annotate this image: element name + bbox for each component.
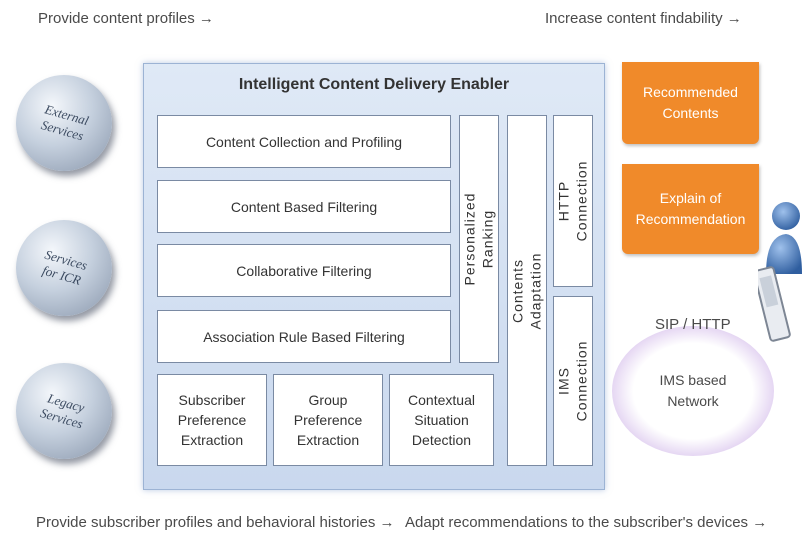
intelligent-content-delivery-enabler: Intelligent Content Delivery Enabler Con… [143,63,605,490]
http-connection-label: HTTP Connection [555,160,590,242]
subscriber-preference-label: Subscriber Preference Extraction [177,391,247,449]
services-for-icr-label: Services for ICR [40,246,90,288]
enabler-title: Intelligent Content Delivery Enabler [238,76,510,93]
caption-provide-content-profiles: Provide content profiles → [38,10,214,27]
legacy-services-label: Legacy Services [39,390,87,432]
ims-network-cloud: IMS based Network [612,326,774,456]
group-preference-label: Group Preference Extraction [293,391,363,449]
contents-adaptation-label: Contents Adaptation [509,252,544,329]
caption-adapt-recommendations: Adapt recommendations to the subscriber'… [405,514,768,531]
explain-recommendation-card: Explain of Recommendation [622,164,759,254]
personalized-ranking-box: Personalized Ranking [459,115,499,363]
external-services-label: External Services [39,101,90,144]
collaborative-filtering-box: Collaborative Filtering [157,244,451,297]
user-with-device-icon [758,202,802,342]
contextual-situation-label: Contextual Situation Detection [408,391,475,449]
content-collection-profiling-box: Content Collection and Profiling [157,115,451,168]
legacy-services-node: Legacy Services [16,363,112,459]
association-rule-filtering-label: Association Rule Based Filtering [203,328,405,345]
content-based-filtering-box: Content Based Filtering [157,180,451,233]
contextual-situation-box: Contextual Situation Detection [389,374,494,466]
group-preference-box: Group Preference Extraction [273,374,383,466]
ims-network-label: IMS based Network [659,372,727,409]
recommended-contents-card: Recommended Contents [622,62,759,144]
subscriber-preference-box: Subscriber Preference Extraction [157,374,267,466]
external-services-node: External Services [16,75,112,171]
sip-http-label: SIP / HTTP [655,316,731,333]
ims-connection-label: IMS Connection [555,340,590,422]
services-for-icr-node: Services for ICR [16,220,112,316]
content-based-filtering-label: Content Based Filtering [230,198,378,215]
ims-connection-box: IMS Connection [553,296,593,466]
caption-provide-subscriber-profiles: Provide subscriber profiles and behavior… [36,514,395,531]
content-collection-profiling-label: Content Collection and Profiling [205,133,403,150]
caption-increase-findability: Increase content findability → [545,10,742,27]
contents-adaptation-box: Contents Adaptation [507,115,547,466]
http-connection-box: HTTP Connection [553,115,593,287]
personalized-ranking-label: Personalized Ranking [461,192,496,286]
collaborative-filtering-label: Collaborative Filtering [236,262,372,279]
association-rule-filtering-box: Association Rule Based Filtering [157,310,451,363]
